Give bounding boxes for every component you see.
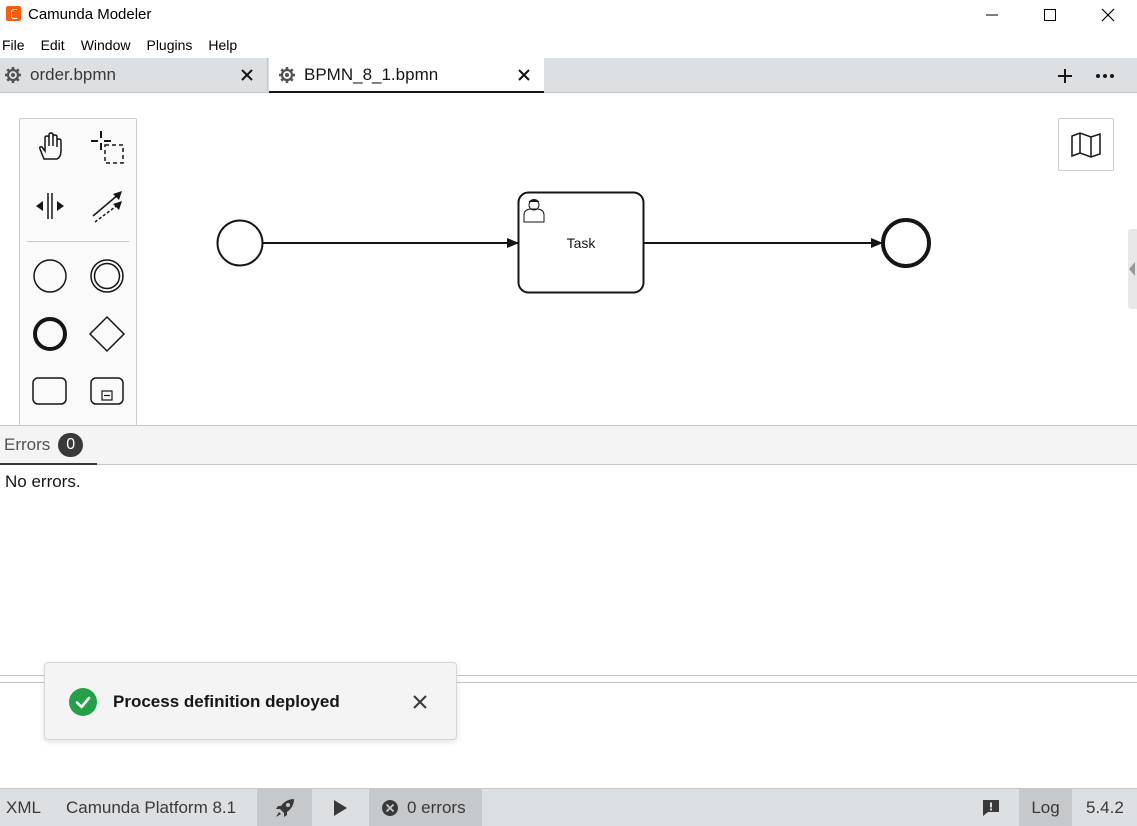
hand-tool-icon[interactable] xyxy=(28,125,72,169)
status-bar: XML Camunda Platform 8.1 0 errors Log 5.… xyxy=(0,788,1137,826)
user-icon xyxy=(523,199,545,223)
bpmn-diagram: Task xyxy=(216,191,931,294)
tab-label: BPMN_8_1.bpmn xyxy=(304,64,439,84)
minimap-toggle-button[interactable] xyxy=(1058,118,1114,171)
gear-icon xyxy=(278,66,296,84)
window-title: Camunda Modeler xyxy=(28,6,152,23)
error-icon xyxy=(382,799,398,816)
errors-count-badge: 0 xyxy=(58,432,84,457)
menu-bar: File Edit Window Plugins Help xyxy=(0,34,253,56)
end-event[interactable] xyxy=(881,218,931,268)
minimize-button[interactable] xyxy=(963,0,1021,30)
camunda-logo-icon xyxy=(6,6,21,21)
lasso-tool-icon[interactable] xyxy=(85,125,129,169)
menu-edit[interactable]: Edit xyxy=(40,37,65,53)
tab-bpmn-8-1[interactable]: BPMN_8_1.bpmn xyxy=(269,58,544,93)
menu-plugins[interactable]: Plugins xyxy=(146,37,193,53)
start-event-tool-icon[interactable] xyxy=(28,254,72,298)
close-window-button[interactable] xyxy=(1079,0,1137,30)
close-icon xyxy=(1101,8,1115,22)
task-label: Task xyxy=(567,235,597,251)
notification-text: Process definition deployed xyxy=(113,692,340,711)
notification-close-button[interactable] xyxy=(411,693,429,711)
success-check-icon xyxy=(69,688,97,716)
close-icon xyxy=(413,695,427,709)
execution-platform-button[interactable]: Camunda Platform 8.1 xyxy=(66,797,237,817)
errors-tab-label: Errors xyxy=(4,434,51,454)
new-tab-button[interactable] xyxy=(1054,65,1076,87)
tab-bar: order.bpmn BPMN_8_1.bpmn xyxy=(0,58,1137,93)
panel-header: Errors 0 xyxy=(0,425,1137,465)
task-tool-icon[interactable] xyxy=(28,369,72,413)
feedback-button[interactable] xyxy=(976,789,1006,826)
version-label[interactable]: 5.4.2 xyxy=(1086,797,1124,817)
properties-panel-toggle[interactable] xyxy=(1128,229,1137,309)
menu-window[interactable]: Window xyxy=(80,37,131,53)
more-options-button[interactable] xyxy=(1094,65,1116,87)
start-event[interactable] xyxy=(216,219,264,267)
maximize-button[interactable] xyxy=(1021,0,1079,30)
gateway-tool-icon[interactable] xyxy=(85,312,129,356)
tab-label: order.bpmn xyxy=(30,65,116,84)
maximize-icon xyxy=(1044,9,1056,21)
minimize-icon xyxy=(986,14,998,16)
xml-view-button[interactable]: XML xyxy=(6,797,41,817)
menu-help[interactable]: Help xyxy=(208,37,238,53)
tool-palette xyxy=(19,118,137,425)
errors-tab[interactable]: Errors 0 xyxy=(0,426,97,465)
plus-icon xyxy=(1058,69,1072,83)
title-bar: Camunda Modeler xyxy=(0,0,1137,31)
space-tool-icon[interactable] xyxy=(28,184,72,228)
gear-icon xyxy=(4,66,22,84)
notification-toast: Process definition deployed xyxy=(44,662,457,740)
log-button[interactable]: Log xyxy=(1019,789,1072,826)
panel-divider[interactable] xyxy=(0,675,1137,683)
ellipsis-icon xyxy=(1096,74,1114,78)
map-icon xyxy=(1071,131,1101,158)
user-task[interactable]: Task xyxy=(517,191,645,294)
end-event-tool-icon[interactable] xyxy=(28,312,72,356)
close-icon xyxy=(518,69,530,81)
tab-close-button[interactable] xyxy=(516,67,532,83)
close-icon xyxy=(241,69,253,81)
connect-tool-icon[interactable] xyxy=(85,184,129,228)
play-icon xyxy=(334,799,347,816)
errors-panel: No errors. xyxy=(0,465,1137,675)
intermediate-event-tool-icon[interactable] xyxy=(85,254,129,298)
subprocess-tool-icon[interactable] xyxy=(85,369,129,413)
start-instance-button[interactable] xyxy=(312,789,368,826)
errors-status-label: 0 errors xyxy=(407,797,466,817)
feedback-icon xyxy=(983,799,999,816)
diagram-canvas[interactable]: Task xyxy=(0,93,1137,425)
rocket-icon xyxy=(275,798,294,817)
tab-close-button[interactable] xyxy=(239,67,255,83)
palette-separator xyxy=(27,241,129,242)
menu-file[interactable]: File xyxy=(2,37,25,53)
errors-status-button[interactable]: 0 errors xyxy=(369,789,482,826)
tab-order-bpmn[interactable]: order.bpmn xyxy=(0,58,268,92)
no-errors-message: No errors. xyxy=(5,472,81,491)
deploy-button[interactable] xyxy=(257,789,312,826)
